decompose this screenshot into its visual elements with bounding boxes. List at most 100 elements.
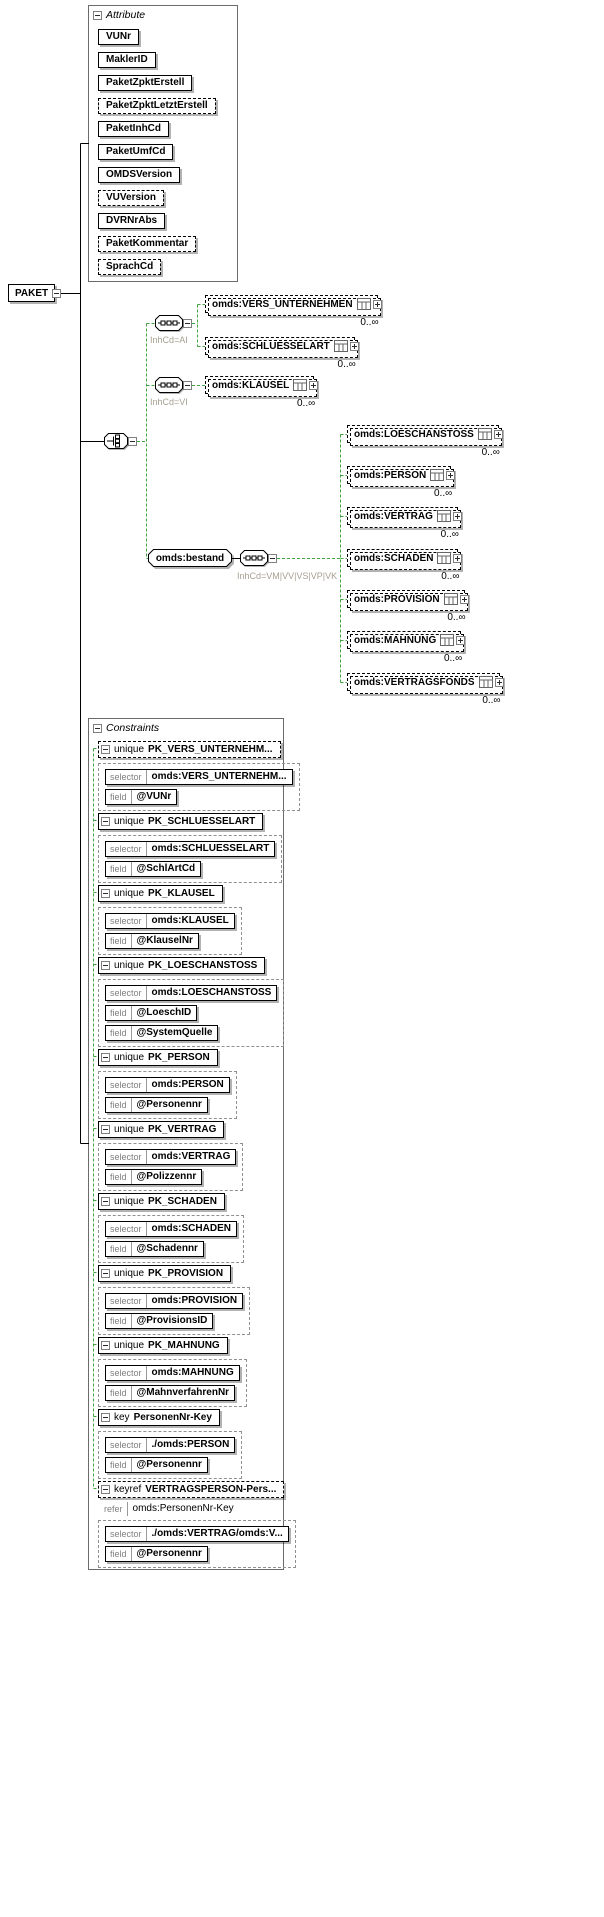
collapse-button[interactable] [52,289,61,298]
selector-row[interactable]: selector omds:PERSON [105,1077,230,1093]
expand-button[interactable] [372,300,382,309]
collapse-button[interactable] [101,1341,110,1350]
element-omds-loeschanstoss[interactable]: omds:LOESCHANSTOSS 0..∞ [347,425,503,458]
attribute-paketzpktletzterstell[interactable]: PaketZpktLetztErstell [98,98,216,114]
choice-compositor-icon[interactable] [104,433,128,454]
constraint-pk-person: unique PK_PERSON selector omds:PERSON fi… [98,1049,237,1119]
constraint-header[interactable]: unique PK_VERS_UNTERNEHM... [98,741,281,758]
collapse-button[interactable] [101,1053,110,1062]
element-omds-mahnung[interactable]: omds:MAHNUNG 0..∞ [347,631,466,664]
attribute-vunr[interactable]: VUNr [98,29,140,45]
selector-row[interactable]: selector ./omds:PERSON [105,1437,236,1453]
element-omds-vertrag[interactable]: omds:VERTRAG 0..∞ [347,507,462,540]
occurrence-label: 0..∞ [441,571,460,582]
selector-row[interactable]: selector omds:VERS_UNTERNEHM... [105,769,293,785]
selector-row[interactable]: selector omds:MAHNUNG [105,1365,240,1381]
collapse-button[interactable] [101,889,110,898]
constraint-kind: key [114,1412,130,1423]
constraint-header[interactable]: unique PK_LOESCHANSTOSS [98,957,266,974]
attribute-vuversion[interactable]: VUVersion [98,190,165,206]
attribute-sprachcd[interactable]: SprachCd [98,259,162,275]
attribute-label: PaketZpktErstell [106,77,185,88]
attribute-paketumfcd[interactable]: PaketUmfCd [98,144,174,160]
expand-button[interactable] [453,554,463,563]
field-row[interactable]: field @Schadennr [105,1241,204,1257]
field-row[interactable]: field @KlauselNr [105,933,199,949]
collapse-button[interactable] [101,1269,110,1278]
collapse-button[interactable] [101,961,110,970]
field-row[interactable]: field @Personennr [105,1097,208,1113]
constraint-name: VERTRAGSPERSON-Pers... [145,1484,277,1495]
expand-button[interactable] [494,678,504,687]
collapse-button[interactable] [183,381,192,390]
field-row[interactable]: field @SchlArtCd [105,861,202,877]
refer-row[interactable]: refer omds:PersonenNr-Key [100,1502,239,1516]
constraint-header[interactable]: unique PK_PERSON [98,1049,218,1066]
selector-row[interactable]: selector omds:KLAUSEL [105,913,235,929]
expand-button[interactable] [456,636,466,645]
collapse-button[interactable] [101,817,110,826]
collapse-button[interactable] [183,319,192,328]
constraint-header[interactable]: unique PK_VERTRAG [98,1121,225,1138]
collapse-button[interactable] [268,554,277,563]
selector-row[interactable]: selector omds:SCHLUESSELART [105,841,276,857]
selector-row[interactable]: selector omds:VERTRAG [105,1149,237,1165]
collapse-button[interactable] [93,10,102,20]
collapse-button[interactable] [101,1485,110,1494]
collapse-button[interactable] [101,1197,110,1206]
attribute-paketkommentar[interactable]: PaketKommentar [98,236,197,252]
optional-connectors [93,304,347,1489]
constraint-header[interactable]: unique PK_KLAUSEL [98,885,223,902]
expand-button[interactable] [349,342,359,351]
element-omds-schluesselart[interactable]: omds:SCHLUESSELART 0..∞ [205,337,359,370]
constraint-header[interactable]: unique PK_SCHADEN [98,1193,225,1210]
element-omds-provision[interactable]: omds:PROVISION 0..∞ [347,590,469,623]
constraint-personennr-key: key PersonenNr-Key selector ./omds:PERSO… [98,1409,243,1479]
attribute-maklerid[interactable]: MaklerID [98,52,156,68]
field-row[interactable]: field @Personennr [105,1457,208,1473]
selector-value: omds:PERSON [151,1079,224,1090]
expand-button[interactable] [459,595,469,604]
constraint-body: selector ./omds:VERTRAG/omds:V... field … [98,1520,296,1568]
attribute-label: PaketInhCd [106,123,162,134]
constraint-header[interactable]: unique PK_MAHNUNG [98,1337,228,1354]
sequence-compositor-icon[interactable] [240,550,268,571]
field-row[interactable]: field @ProvisionsID [105,1313,214,1329]
selector-row[interactable]: selector omds:LOESCHANSTOSS [105,985,278,1001]
collapse-button[interactable] [128,437,137,446]
element-omds-klausel[interactable]: omds:KLAUSEL 0..∞ [205,376,319,409]
element-omds-schaden[interactable]: omds:SCHADEN 0..∞ [347,549,463,582]
constraint-header[interactable]: keyref VERTRAGSPERSON-Pers... [98,1481,285,1498]
element-omds-bestand[interactable]: omds:bestand [148,549,232,567]
sequence-compositor-icon[interactable] [155,315,183,336]
field-row[interactable]: field @VUNr [105,789,178,805]
collapse-button[interactable] [101,1413,110,1422]
field-row[interactable]: field @LoeschID [105,1005,198,1021]
field-row[interactable]: field @Personennr [105,1546,208,1562]
field-row[interactable]: field @Polizzennr [105,1169,203,1185]
element-paket[interactable]: PAKET [8,284,56,302]
attribute-paketinhcd[interactable]: PaketInhCd [98,121,170,137]
expand-button[interactable] [493,430,503,439]
field-row[interactable]: field @SystemQuelle [105,1025,219,1041]
collapse-button[interactable] [101,745,110,754]
attribute-paketzpkterstell[interactable]: PaketZpktErstell [98,75,193,91]
expand-button[interactable] [452,512,462,521]
collapse-button[interactable] [93,723,102,733]
field-row[interactable]: field @MahnverfahrenNr [105,1385,236,1401]
attribute-dvrnrabs[interactable]: DVRNrAbs [98,213,166,229]
selector-row[interactable]: selector omds:PROVISION [105,1293,244,1309]
expand-button[interactable] [446,471,456,480]
element-omds-vertragsfonds[interactable]: omds:VERTRAGSFONDS 0..∞ [347,673,504,706]
selector-row[interactable]: selector ./omds:VERTRAG/omds:V... [105,1526,289,1542]
sequence-compositor-icon[interactable] [155,377,183,398]
expand-button[interactable] [309,381,319,390]
selector-row[interactable]: selector omds:SCHADEN [105,1221,237,1237]
attribute-omdsversion[interactable]: OMDSVersion [98,167,181,183]
element-omds-person[interactable]: omds:PERSON 0..∞ [347,466,456,499]
constraint-header[interactable]: unique PK_SCHLUESSELART [98,813,264,830]
constraint-header[interactable]: unique PK_PROVISION [98,1265,232,1282]
element-omds-vers-unternehmen[interactable]: omds:VERS_UNTERNEHMEN 0..∞ [205,295,382,328]
constraint-header[interactable]: key PersonenNr-Key [98,1409,220,1426]
collapse-button[interactable] [101,1125,110,1134]
